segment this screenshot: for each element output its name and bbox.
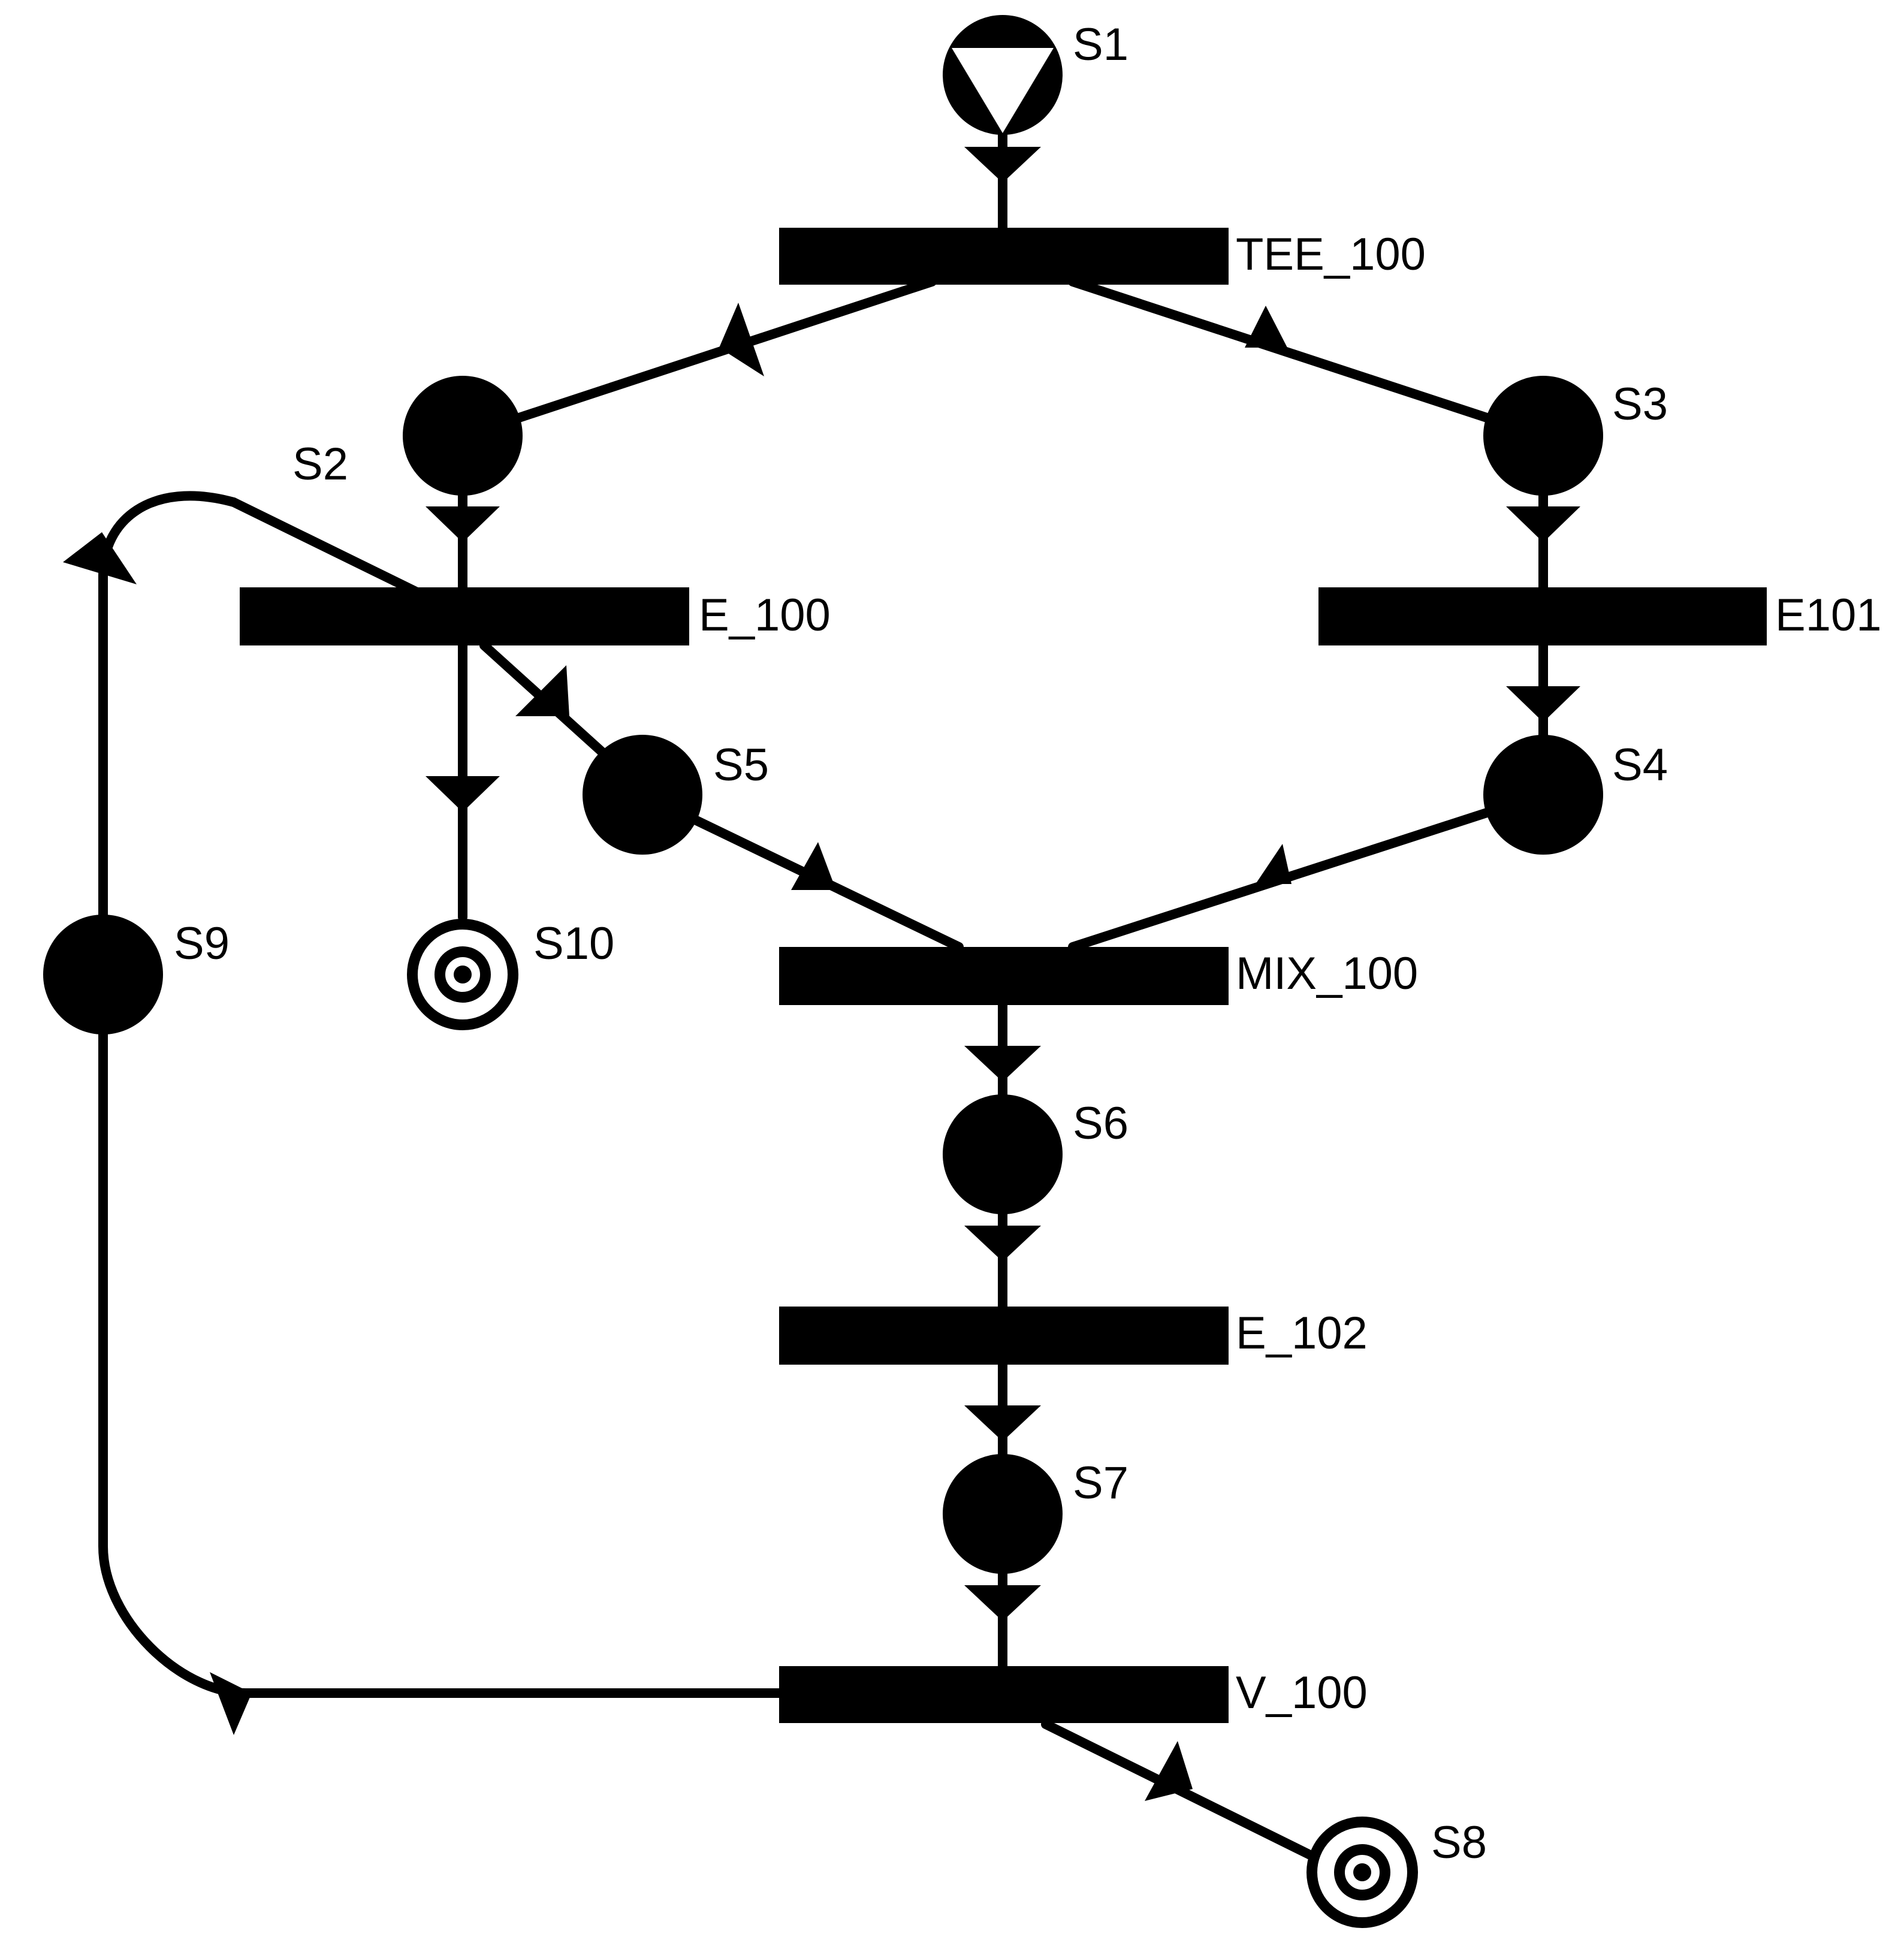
label-tee100: TEE_100 bbox=[1236, 229, 1426, 280]
arrowhead-e102-s7 bbox=[964, 1405, 1041, 1441]
arc-s9-to-e100 bbox=[98, 491, 424, 922]
label-e101: E101 bbox=[1775, 590, 1882, 641]
arrowhead-mix100-s6 bbox=[964, 1046, 1041, 1082]
place-s9 bbox=[43, 915, 163, 1034]
label-s7: S7 bbox=[1073, 1458, 1128, 1509]
arrowhead-s6-e102 bbox=[964, 1226, 1041, 1262]
place-s8-inner-ring bbox=[1334, 1844, 1390, 1900]
transition-e100-bar bbox=[240, 587, 689, 645]
transition-v100-bar bbox=[779, 1666, 1229, 1723]
place-s6 bbox=[943, 1094, 1063, 1214]
place-s8-center-dot bbox=[1353, 1863, 1371, 1881]
label-mix100: MIX_100 bbox=[1236, 948, 1418, 999]
place-s4 bbox=[1483, 735, 1603, 855]
label-s10: S10 bbox=[533, 918, 614, 969]
place-s7 bbox=[943, 1454, 1063, 1574]
transition-tee100-bar bbox=[779, 228, 1229, 285]
arc-v100-to-s9 bbox=[98, 911, 784, 1698]
arrowhead-e101-s4 bbox=[1506, 686, 1580, 722]
label-e100: E_100 bbox=[699, 590, 831, 641]
arrowhead-e100-s10 bbox=[426, 776, 500, 812]
place-s8 bbox=[1306, 1817, 1418, 1928]
arrowhead-s4-mix100 bbox=[1256, 844, 1292, 884]
arrowhead-s1-tee100 bbox=[964, 147, 1041, 183]
arc-tee100-to-s3 bbox=[1068, 277, 1492, 423]
transition-e101-bar bbox=[1318, 587, 1767, 645]
place-s10-outer-ring bbox=[407, 919, 518, 1030]
start-triangle-icon bbox=[952, 48, 1054, 133]
place-s8-outer-ring bbox=[1306, 1817, 1418, 1928]
label-v100: V_100 bbox=[1236, 1667, 1368, 1718]
label-s4: S4 bbox=[1612, 740, 1668, 791]
place-s10 bbox=[407, 919, 518, 1030]
label-s2: S2 bbox=[292, 439, 348, 490]
label-s8: S8 bbox=[1431, 1817, 1487, 1868]
label-e102: E_102 bbox=[1236, 1308, 1368, 1359]
transition-mix100-bar bbox=[779, 947, 1229, 1005]
arrowhead-s9-e100 bbox=[63, 532, 137, 584]
arrowhead-e100-s5 bbox=[515, 665, 569, 716]
arrowhead-v100-s9 bbox=[210, 1672, 252, 1735]
label-s5: S5 bbox=[713, 740, 769, 791]
place-s3 bbox=[1483, 376, 1603, 496]
label-s1: S1 bbox=[1073, 19, 1128, 70]
label-s3: S3 bbox=[1612, 379, 1668, 430]
arrowhead-tee100-s2 bbox=[719, 303, 764, 376]
label-s9: S9 bbox=[174, 918, 230, 969]
place-s2 bbox=[403, 376, 523, 496]
place-s10-center-dot bbox=[454, 966, 472, 983]
arrowhead-s2-e100 bbox=[426, 506, 500, 542]
place-s1 bbox=[943, 15, 1063, 135]
place-s10-inner-ring bbox=[434, 946, 491, 1003]
arrowhead-v100-s8 bbox=[1145, 1741, 1193, 1801]
arrowhead-s5-mix100 bbox=[791, 842, 836, 890]
place-s5 bbox=[583, 735, 702, 855]
label-s6: S6 bbox=[1073, 1098, 1128, 1149]
transition-e102-bar bbox=[779, 1307, 1229, 1365]
arrowhead-s3-e101 bbox=[1506, 506, 1580, 542]
arrowhead-tee100-s3 bbox=[1245, 306, 1287, 348]
arrowhead-s7-v100 bbox=[964, 1585, 1041, 1621]
